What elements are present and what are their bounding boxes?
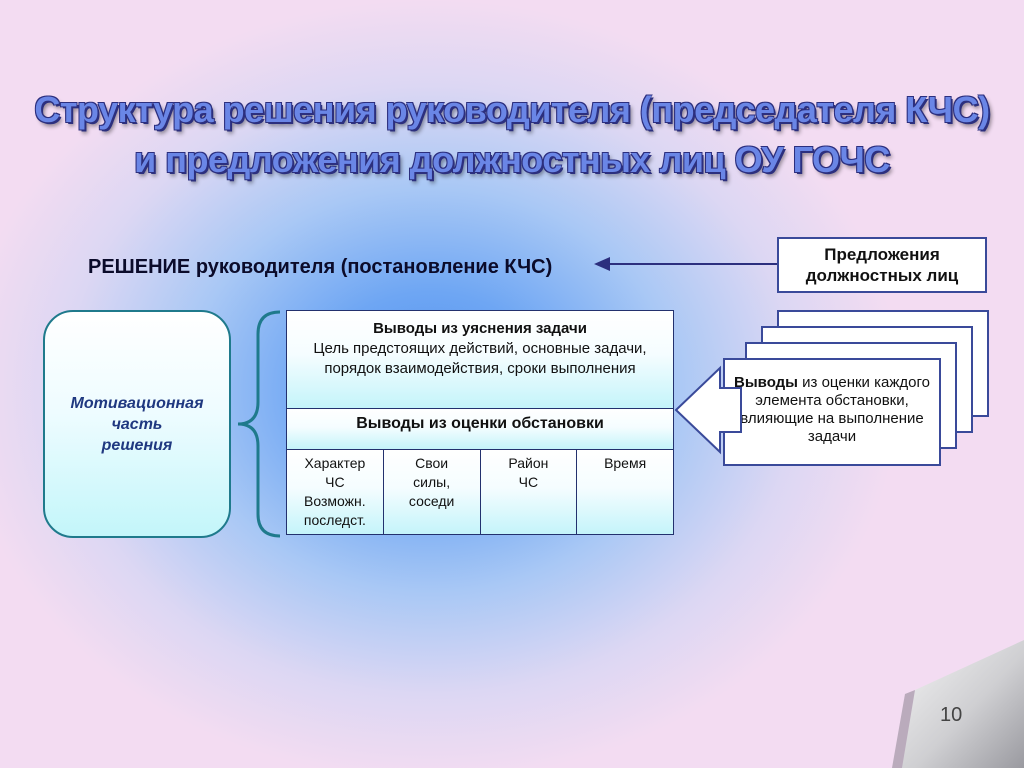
motivation-box: Мотивационная часть решения	[43, 310, 231, 538]
factor-cell-area: Район ЧС	[480, 449, 578, 535]
element-conclusions-bold: Выводы	[734, 374, 798, 391]
decision-label: РЕШЕНИЕ руководителя (постановление КЧС)	[88, 256, 553, 278]
page-curl-shadow	[892, 690, 915, 768]
factor-cell-own-forces: Свои силы, соседи	[383, 449, 481, 535]
task-conclusions-heading: Выводы из уяснения задачи	[373, 320, 587, 337]
factor-cell-time: Время	[577, 449, 674, 535]
curly-brace-icon	[237, 310, 281, 538]
page-number: 10	[940, 704, 963, 726]
factors-row: Характер ЧС Возможн. последст. Свои силы…	[286, 449, 674, 535]
element-conclusions-card: Выводы из оценки каждого элемента обстан…	[723, 358, 941, 466]
motivation-label: Мотивационная часть решения	[70, 394, 204, 454]
big-left-arrow-icon	[674, 365, 742, 455]
slide-title-line-1: Структура решения руководителя (председа…	[34, 89, 990, 130]
element-conclusions-text: из оценки каждого элемента обстановки, в…	[740, 374, 930, 445]
page-curl-icon	[902, 640, 1024, 768]
task-conclusions-detail: Цель предстоящих действий, основные зада…	[313, 340, 647, 377]
slide-title-line-2: и предложения должностных лиц ОУ ГОЧС	[134, 139, 890, 180]
factor-cell-emergency-nature: Характер ЧС Возможн. последст.	[286, 449, 384, 535]
task-conclusions-box: Выводы из уяснения задачи Цель предстоящ…	[286, 310, 674, 409]
arrowhead-icon	[594, 257, 610, 271]
proposals-box: Предложения должностных лиц	[777, 237, 987, 293]
